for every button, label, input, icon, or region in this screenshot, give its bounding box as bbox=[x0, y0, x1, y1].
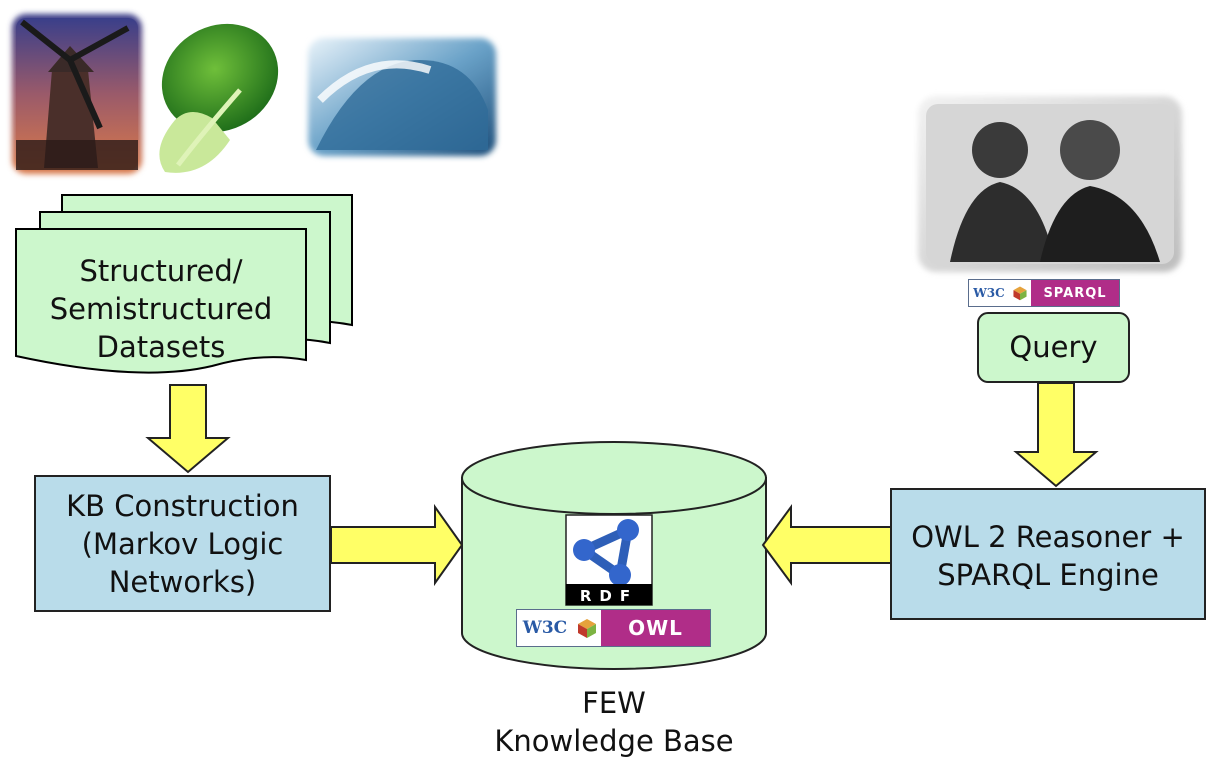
kb-construction-box bbox=[34, 475, 331, 612]
knowledge-base-line-1: FEW bbox=[582, 686, 646, 720]
kb-construction-label: KB Construction (Markov Logic Networks) bbox=[35, 487, 330, 601]
datasets-line-1: Structured/ bbox=[79, 254, 243, 288]
kb-construction-line-1: KB Construction bbox=[66, 489, 299, 523]
arrow-down-query bbox=[1013, 382, 1099, 488]
reasoner-box bbox=[890, 488, 1206, 620]
kb-construction-line-2: (Markov Logic bbox=[81, 527, 284, 561]
owl-tag: OWL bbox=[601, 610, 710, 646]
kb-construction-line-3: Networks) bbox=[108, 565, 257, 599]
datasets-line-2: Semistructured bbox=[49, 292, 273, 326]
w3c-sparql-badge: W3C SPARQL bbox=[968, 279, 1120, 307]
datasets-line-3: Datasets bbox=[96, 330, 226, 364]
w3c-logo: W3C bbox=[517, 610, 573, 646]
cube-icon bbox=[1009, 280, 1031, 306]
cube-icon bbox=[573, 610, 601, 646]
w3c-logo: W3C bbox=[969, 280, 1009, 306]
people-photo bbox=[918, 96, 1182, 272]
datasets-label: Structured/ Semistructured Datasets bbox=[16, 252, 306, 366]
arrow-down-datasets bbox=[145, 384, 231, 474]
arrow-left-reasoner bbox=[761, 503, 892, 587]
bok-choy-photo bbox=[159, 23, 279, 173]
query-box bbox=[977, 312, 1130, 383]
reasoner-label: OWL 2 Reasoner + SPARQL Engine bbox=[891, 518, 1205, 594]
w3c-owl-badge: W3C OWL bbox=[516, 609, 711, 647]
windmill-photo bbox=[12, 14, 142, 174]
reasoner-line-1: OWL 2 Reasoner + bbox=[911, 520, 1185, 554]
query-text: Query bbox=[1009, 330, 1098, 364]
rdf-logo: RDF bbox=[565, 514, 653, 606]
knowledge-base-line-2: Knowledge Base bbox=[494, 724, 734, 758]
query-label: Query bbox=[978, 328, 1129, 366]
datasets-document-stack bbox=[15, 194, 353, 374]
ocean-wave-photo bbox=[308, 38, 496, 156]
knowledge-base-label: FEW Knowledge Base bbox=[464, 684, 764, 760]
arrow-right-kb bbox=[330, 503, 464, 587]
rdf-logo-text: RDF bbox=[580, 587, 638, 605]
reasoner-line-2: SPARQL Engine bbox=[937, 558, 1159, 592]
sparql-tag: SPARQL bbox=[1031, 280, 1119, 306]
